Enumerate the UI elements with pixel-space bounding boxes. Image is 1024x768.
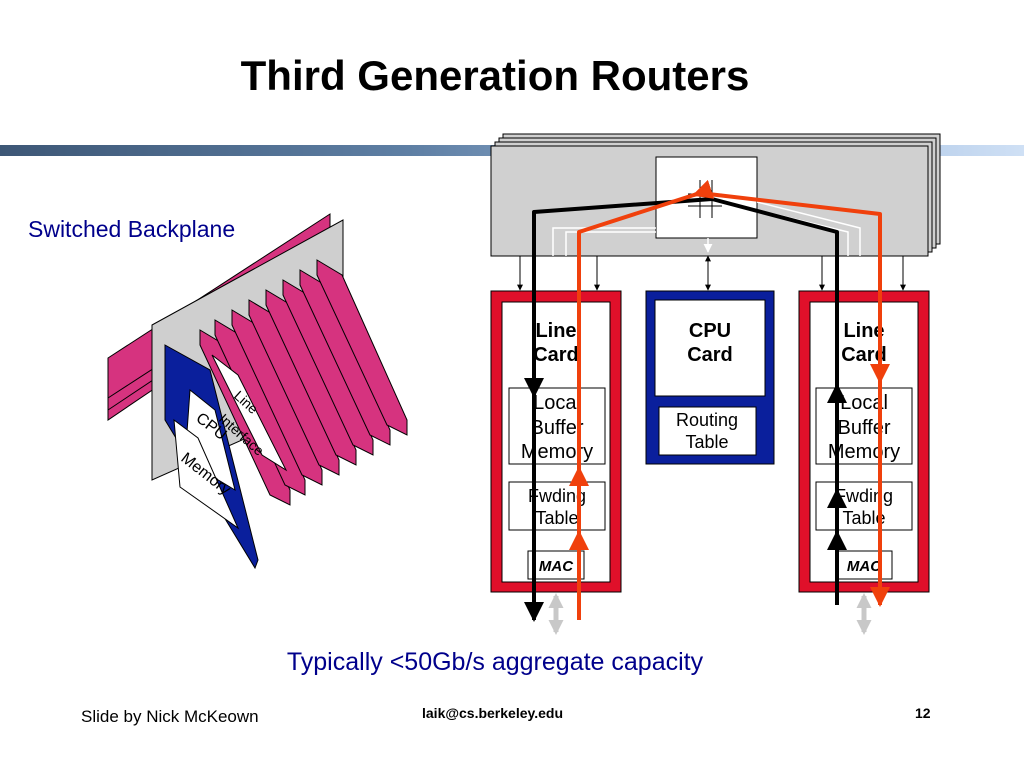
footer-email: laik@cs.berkeley.edu	[422, 705, 564, 721]
line-card-left-title-1: Line	[535, 320, 576, 342]
fwding-right-line1: Fwding	[835, 486, 893, 506]
line-cards-3d	[199, 259, 408, 506]
footer-credit: Slide by Nick McKeown	[81, 707, 259, 726]
buffer-right-line2: Buffer	[838, 417, 891, 439]
cpu-card-3d	[164, 344, 259, 570]
io-arrows	[548, 593, 872, 635]
local-buffer-memory-left	[508, 387, 606, 465]
buffer-right-line3: Memory	[828, 441, 900, 463]
cpu-card: CPU Card Routing Table	[645, 290, 775, 465]
fwding-table-left	[508, 481, 606, 531]
line-card-right-title-1: Line	[843, 320, 884, 342]
data-paths	[524, 179, 890, 622]
buffer-right-line1: Local	[840, 392, 888, 414]
capacity-caption: Typically <50Gb/s aggregate capacity	[286, 648, 704, 676]
mac-right-label: MAC	[847, 558, 882, 575]
backplane-3d-illustration: CPU Memory Line Interface	[107, 213, 408, 570]
switched-backplane-label: Switched Backplane	[28, 216, 236, 242]
line-card-left: Line Card Local Buffer Memory Fwding Tab…	[490, 290, 622, 593]
fabric-connectors	[517, 201, 906, 291]
fwding-left-line2: Table	[535, 508, 578, 528]
routing-line2: Table	[685, 432, 728, 452]
cpu-card-title-1: CPU	[689, 320, 731, 342]
line-card-left-title-2: Card	[533, 344, 579, 366]
mac-left-label: MAC	[539, 558, 574, 575]
cpu-card-title-2: Card	[687, 344, 733, 366]
slide-title: Third Generation Routers	[240, 52, 750, 99]
buffer-left-line1: Local	[533, 392, 581, 414]
buffer-left-line3: Memory	[521, 441, 593, 463]
line-card-right: Line Card Local Buffer Memory Fwding Tab…	[798, 290, 930, 593]
page-number: 12	[915, 705, 931, 721]
line-card-right-title-2: Card	[841, 344, 887, 366]
routing-line1: Routing	[676, 410, 738, 430]
fwding-left-line1: Fwding	[528, 486, 586, 506]
mac-right	[835, 550, 893, 580]
mac-left	[527, 550, 585, 580]
buffer-left-line2: Buffer	[531, 417, 584, 439]
routing-table	[658, 406, 757, 456]
fwding-right-line2: Table	[842, 508, 885, 528]
